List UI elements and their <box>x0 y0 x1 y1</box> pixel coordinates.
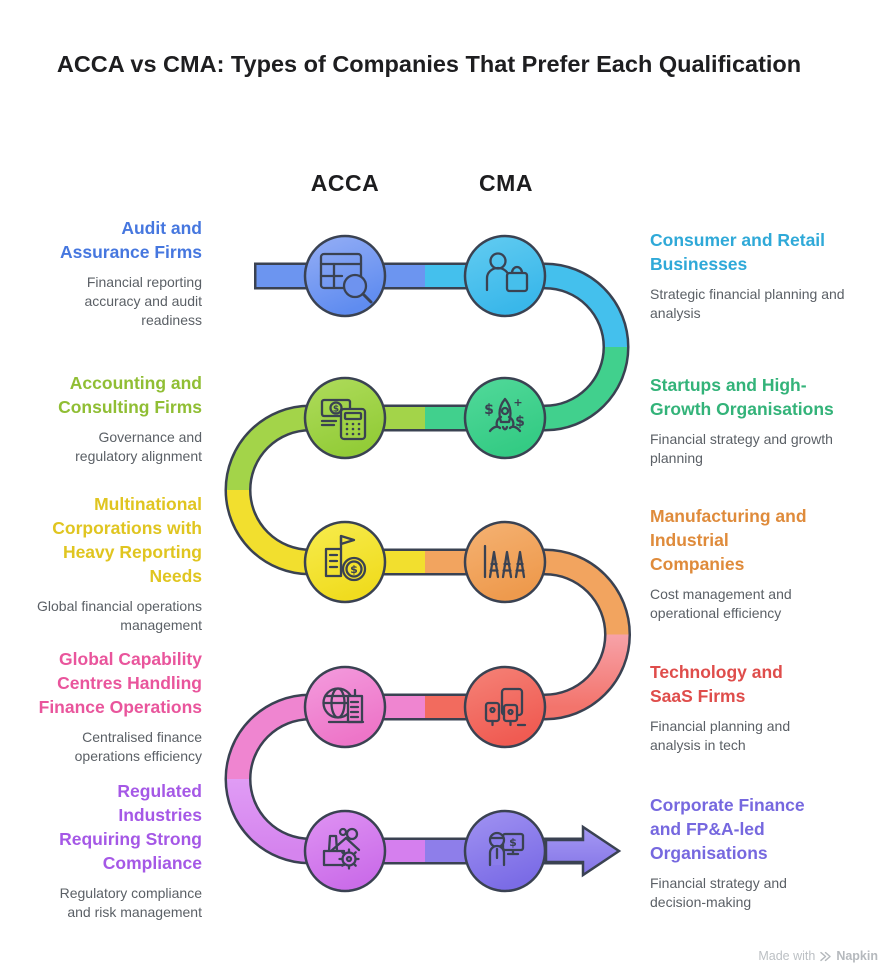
svg-text:$: $ <box>509 836 517 849</box>
building-dollar-coin-icon: $ <box>324 534 367 582</box>
audit-spreadsheet-magnifier-icon <box>319 252 373 304</box>
svg-text:+: + <box>513 396 522 409</box>
row-title: Manufacturing and Industrial Companies <box>650 506 807 574</box>
page-title: ACCA vs CMA: Types of Companies That Pre… <box>56 51 802 77</box>
row-title: Multinational Corporations with Heavy Re… <box>52 494 202 586</box>
napkin-logo-icon <box>820 951 832 961</box>
node-multinational-corporations: $ <box>303 520 387 604</box>
serpentine-path <box>227 265 629 862</box>
column-header-cma: CMA <box>479 170 533 196</box>
made-with-text: Made with <box>758 949 816 963</box>
label-startups-growth: Startups and High-Growth Organisations F… <box>650 373 855 468</box>
node-regulated-industries <box>303 809 387 893</box>
row-title: Consumer and Retail Businesses <box>650 230 826 274</box>
node-global-capability-centres <box>303 665 387 749</box>
factory-gear-icon <box>322 827 361 870</box>
svg-text:$: $ <box>333 404 339 414</box>
row-description: Financial strategy and growth planning <box>650 431 833 466</box>
napkin-brand-text: Napkin <box>836 949 878 963</box>
industrial-chimneys-icon <box>483 544 526 579</box>
node-corporate-finance-fpa: $ <box>463 809 547 893</box>
flow-arrow-head <box>544 824 622 878</box>
shopper-bag-icon <box>485 252 529 293</box>
row-description: Strategic financial planning and analysi… <box>650 286 845 321</box>
row-title: Regulated Industries Requiring Strong Co… <box>59 781 202 873</box>
label-regulated-industries: Regulated Industries Requiring Strong Co… <box>42 779 202 922</box>
node-audit-assurance <box>303 234 387 318</box>
row-description: Cost management and operational efficien… <box>650 586 792 621</box>
node-consumer-retail <box>463 234 547 318</box>
svg-text:$: $ <box>484 402 494 418</box>
workstations-monitor-icon <box>484 687 527 727</box>
row-title: Global Capability Centres Handling Finan… <box>38 649 202 717</box>
row-description: Governance and regulatory alignment <box>75 429 202 464</box>
rocket-funding-icon: $ $ + <box>484 396 525 433</box>
row-description: Global financial operations management <box>37 598 202 633</box>
column-header-acca: ACCA <box>310 170 380 196</box>
node-manufacturing-industrial <box>463 520 547 604</box>
row-description: Financial reporting accuracy and audit r… <box>84 274 202 328</box>
row-title: Startups and High-Growth Organisations <box>650 375 834 419</box>
node-technology-saas <box>463 665 547 749</box>
row-title: Accounting and Consulting Firms <box>58 373 202 417</box>
banknote-calculator-icon: $ <box>320 398 367 441</box>
label-accounting-consulting: Accounting and Consulting Firms Governan… <box>37 371 202 466</box>
row-description: Financial planning and analysis in tech <box>650 718 791 753</box>
label-global-capability-centres: Global Capability Centres Handling Finan… <box>24 647 202 766</box>
svg-text:$: $ <box>515 414 525 430</box>
node-startups-growth: $ $ + <box>463 376 547 460</box>
row-title: Technology and SaaS Firms <box>650 662 783 706</box>
presenter-dollar-screen-icon: $ <box>488 831 525 867</box>
row-title: Audit and Assurance Firms <box>59 218 202 262</box>
node-accounting-consulting: $ <box>303 376 387 460</box>
row-description: Centralised finance operations efficienc… <box>74 729 202 764</box>
globe-office-building-icon <box>322 687 365 724</box>
svg-text:$: $ <box>350 563 358 576</box>
label-consumer-retail: Consumer and Retail Businesses Strategic… <box>650 228 850 323</box>
label-manufacturing-industrial: Manufacturing and Industrial Companies C… <box>650 504 825 623</box>
made-with-napkin: Made with Napkin <box>758 949 878 963</box>
label-corporate-finance-fpa: Corporate Finance and FP&A-led Organisat… <box>650 793 840 912</box>
label-multinational-corporations: Multinational Corporations with Heavy Re… <box>32 492 202 635</box>
row-description: Regulatory compliance and risk managemen… <box>59 885 202 920</box>
row-title: Corporate Finance and FP&A-led Organisat… <box>650 795 805 863</box>
row-description: Financial strategy and decision-making <box>650 875 787 910</box>
label-technology-saas: Technology and SaaS Firms Financial plan… <box>650 660 810 755</box>
label-audit-assurance: Audit and Assurance Firms Financial repo… <box>42 216 202 330</box>
